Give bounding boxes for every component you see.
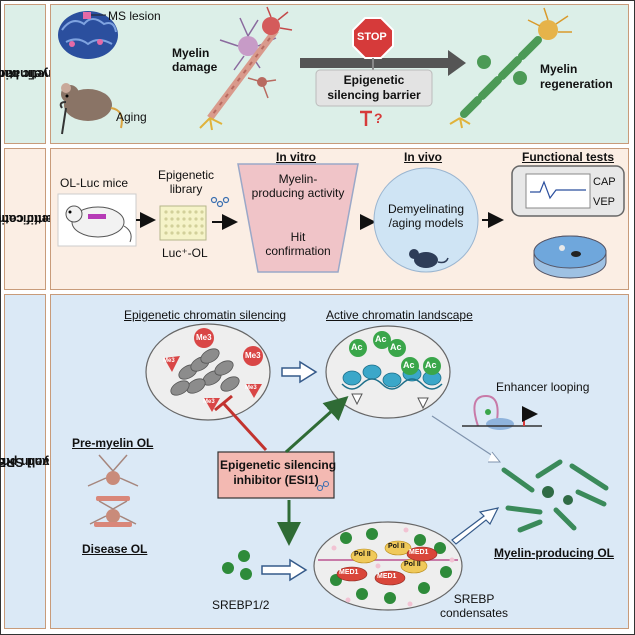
vivo-models-label: Demyelinating/aging models [387, 202, 465, 230]
damaged-neuron-icon [199, 6, 293, 131]
me3-marks [164, 328, 263, 412]
esi-box [217, 451, 335, 499]
cap-label: CAP [593, 176, 616, 188]
inhibit-mark [360, 110, 372, 126]
barrier-box [315, 69, 433, 107]
mice-label: OL-Luc mice [60, 176, 129, 190]
in-vivo-circle [373, 167, 479, 273]
pol-ii-label: Pol II [354, 551, 371, 558]
enhancer-looping-label: Enhancer looping [496, 380, 590, 394]
me3-mark-label: Me3 [245, 385, 257, 391]
ac-mark-label: Ac [425, 360, 437, 370]
silencing-title: Epigenetic chromatin silencing [124, 308, 287, 322]
ms-lesion-label: MS lesion [108, 9, 161, 23]
silenced-chromatin-bubble [145, 323, 271, 421]
condensed-nucleosomes [170, 348, 240, 396]
disease-ol-label: Disease OL [82, 542, 148, 556]
side-label-row1: Epigenetic barrier tomyelination [0, 4, 86, 144]
stop-sign-icon [352, 17, 394, 70]
vitro-activity-label: Myelin-producing activity [251, 172, 345, 200]
aging-mouse-icon [59, 83, 123, 135]
vep-label: VEP [593, 196, 616, 208]
condensate-contents [318, 527, 458, 607]
me3-mark-label: Me3 [245, 351, 261, 360]
myelin-ol-label: Myelin-producing OL [494, 546, 614, 560]
molecule-icon [317, 481, 329, 491]
in-vivo-title: In vivo [404, 150, 443, 164]
pre-myelin-ol-icon [87, 454, 139, 527]
mouse-silhouette-icon [409, 249, 449, 268]
ac-mark-label: Ac [351, 342, 363, 352]
myelin-ol-cells [542, 486, 573, 505]
luc-ol-label: Luc⁺-OL [162, 246, 208, 260]
pol-ii-label: Pol II [404, 561, 421, 568]
me3-mark-label: Me3 [196, 333, 212, 342]
me3-mark-label: Me3 [203, 399, 215, 405]
ac-mark-label: Ac [390, 342, 402, 352]
side-label-row2: Epigenetic compoundidentification [0, 148, 90, 290]
med1-label: MED1 [339, 569, 359, 576]
ac-mark-label: Ac [375, 334, 387, 344]
brain-icon [58, 11, 118, 59]
open-arrow-activation [281, 360, 318, 384]
screening-funnel [237, 163, 359, 273]
myelin-ol-icon [501, 459, 609, 533]
side-label-row3: Active chromatin and SREBP condensationb… [0, 294, 154, 629]
functional-tests-title: Functional tests [522, 150, 615, 164]
ac-mark-label: Ac [403, 360, 415, 370]
aging-label: Aging [116, 110, 147, 124]
electrophysiology-device-icon [511, 165, 625, 217]
compound-icon [210, 196, 230, 208]
library-plate-icon [159, 205, 207, 241]
in-vitro-title: In vitro [276, 150, 317, 164]
srebp-label: SREBP1/2 [212, 598, 270, 612]
enhancer-loop-icon [462, 394, 542, 430]
ac-marks [349, 331, 441, 375]
activate-chromatin-arrow [284, 395, 349, 454]
med1-label: MED1 [377, 573, 397, 580]
open-arrow-myelin [451, 507, 500, 545]
progression-arrow [300, 50, 466, 76]
pre-myelin-ol-label: Pre-myelin OL [72, 436, 154, 450]
lab-mouse-icon [57, 193, 137, 247]
srebp-dots [222, 550, 252, 580]
inhibit-line [222, 402, 268, 452]
transcription-factor-icons [351, 393, 429, 410]
regenerated-neuron-icon [449, 7, 572, 129]
me3-mark-label: Me3 [163, 358, 175, 364]
question-mark: ? [374, 110, 383, 126]
active-title: Active chromatin landscape [326, 308, 473, 322]
med1-label: MED1 [409, 549, 429, 556]
pol-ii-label: Pol II [388, 543, 405, 550]
open-arrow-condensation [261, 558, 308, 582]
water-maze-icon [533, 235, 607, 279]
stop-label: STOP [357, 31, 387, 43]
